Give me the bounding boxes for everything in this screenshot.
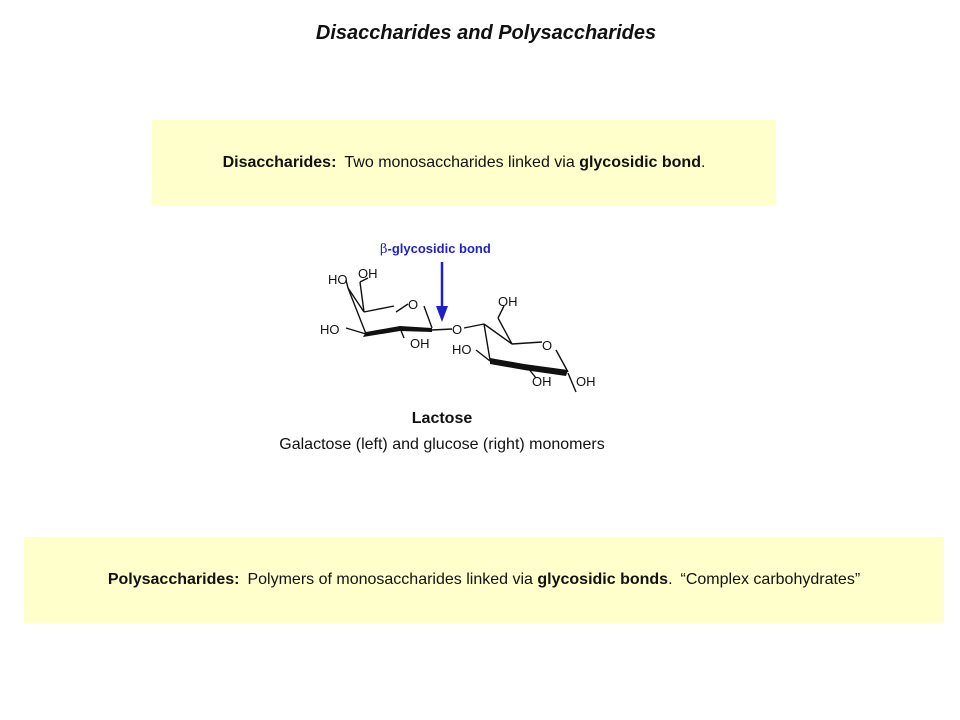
svg-text:OH: OH — [410, 336, 430, 351]
beta-glycosidic-bond-label: β-glycosidic bond — [380, 241, 491, 257]
glycosidic-bonds-term: glycosidic bonds — [537, 571, 669, 588]
polysaccharide-term: Polysaccharides: — [107, 571, 240, 588]
svg-text:O: O — [408, 297, 418, 312]
structure-name: Lactose — [411, 410, 473, 427]
svg-text:OH: OH — [498, 294, 518, 309]
svg-text:HO: HO — [452, 342, 472, 357]
disaccharide-definition-box: Disaccharides: Two monosaccharides linked… — [152, 120, 776, 206]
lactose-structure: β-glycosidic bond HO OH O HO OH O — [320, 241, 596, 393]
page-title: Disaccharides and Polysaccharides — [315, 22, 657, 44]
svg-text:OH: OH — [576, 374, 596, 389]
svg-text:HO: HO — [320, 322, 340, 337]
glucose-labels: OH HO O OH OH — [452, 294, 596, 389]
disaccharide-term: Disaccharides: — [222, 154, 337, 171]
svg-text:OH: OH — [532, 374, 552, 389]
disaccharide-text: Two monosaccharides linked via — [344, 154, 580, 171]
disaccharide-period: . — [700, 154, 706, 171]
galactose-labels: HO OH O HO OH — [320, 266, 430, 351]
glycosidic-bond-term: glycosidic bond — [579, 154, 701, 171]
polysaccharide-text: Polymers of monosaccharides linked via — [247, 571, 538, 588]
svg-text:HO: HO — [328, 272, 348, 287]
glucose-ring — [463, 305, 577, 393]
structure-description: Galactose (left) and glucose (right) mon… — [279, 436, 605, 453]
galactose-ring — [345, 277, 453, 339]
polysaccharide-definition-box: Polysaccharides: Polymers of monosacchari… — [24, 537, 944, 623]
polysaccharide-definition: Polysaccharides: Polymers of monosacchari… — [108, 571, 860, 589]
complex-carbohydrates-quote: “Complex carbohydrates” — [680, 571, 861, 588]
svg-text:OH: OH — [358, 266, 378, 281]
polysaccharide-period: . — [668, 571, 673, 588]
bridging-oxygen: O — [452, 322, 462, 337]
disaccharide-definition: Disaccharides: Two monosaccharides linked… — [223, 154, 706, 172]
glycosidic-bond-arrow — [436, 262, 448, 322]
svg-text:O: O — [542, 338, 552, 353]
